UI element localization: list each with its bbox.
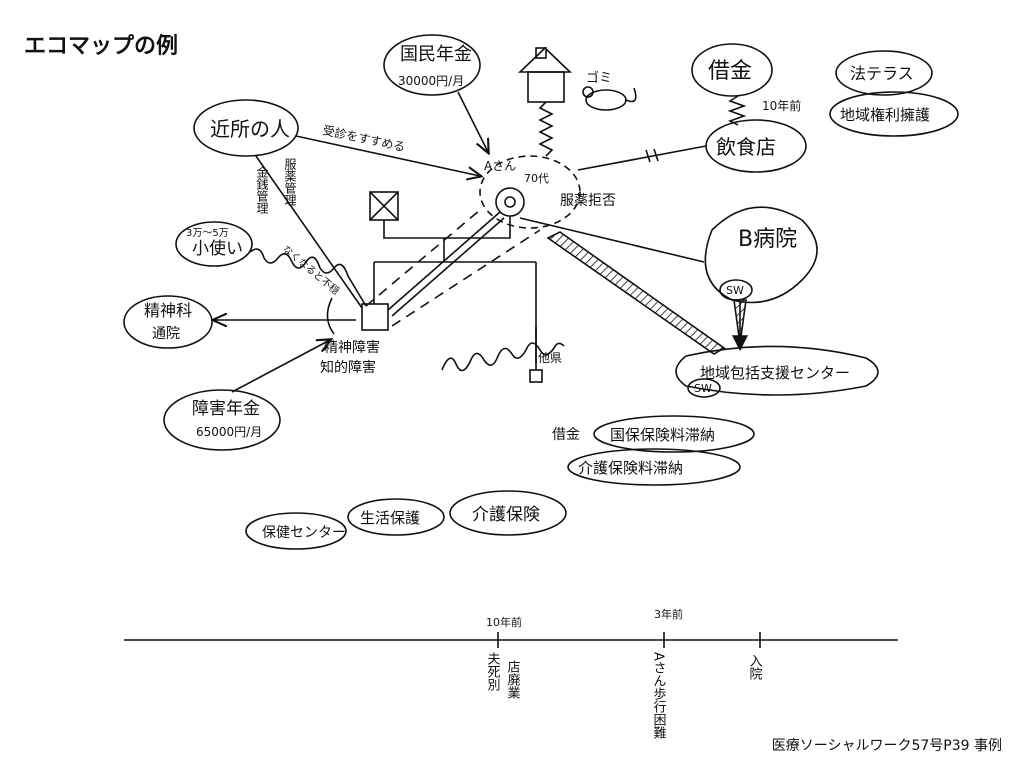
care-arrears-node (567, 448, 741, 486)
care-insurance-node (449, 490, 567, 536)
client-age-label: 70代 (524, 172, 549, 185)
timeline-mark2-label: 3年前 (654, 607, 683, 621)
debt-label: 借金 (708, 59, 752, 84)
hospital-label: B病院 (738, 227, 797, 252)
conflict-band (546, 231, 726, 355)
pension-amount-label: 30000円/月 (398, 74, 464, 88)
welfare-node (347, 498, 445, 536)
advocacy-node (829, 91, 959, 137)
mouse-label: ゴミ (586, 70, 612, 86)
mouse-icon (582, 86, 637, 111)
health-center-node (245, 512, 347, 550)
debt2-label: 借金 (552, 427, 580, 443)
houterasu-label: 法テラス (850, 64, 914, 83)
allowance-amount-label: 3万〜5万 (186, 228, 229, 239)
disability-label-2: 知的障害 (320, 359, 376, 376)
restaurant-label: 飲食店 (716, 135, 776, 159)
disability-amount-label: 65000円/月 (196, 425, 262, 439)
disability-label-1: 精神障害 (324, 340, 380, 356)
health-center-label: 保健センター (262, 525, 346, 541)
timeline-mark1-label: 10年前 (486, 615, 522, 629)
allowance-node (175, 221, 253, 267)
welfare-label: 生活保護 (360, 509, 420, 527)
neighbors-node (193, 99, 299, 157)
client-household-circle (479, 155, 581, 229)
neighbors-label: 近所の人 (210, 117, 290, 141)
care-insurance-label: 介護保険 (472, 505, 540, 525)
slide-title: エコマップの例 (24, 34, 179, 59)
nhi-arrears-node (593, 415, 755, 453)
sw1-label: SW (726, 284, 744, 297)
house-icon (518, 46, 572, 103)
recommend-label: 受診をすすめる (321, 122, 406, 154)
psych-visit-label: 通院 (152, 326, 180, 342)
national-pension-label: 国民年金 (400, 44, 472, 65)
sw2-label: SW (694, 382, 712, 395)
advocacy-label: 地域権利擁護 (840, 106, 930, 124)
med-refusal-label: 服薬拒否 (560, 193, 616, 209)
money-mgmt-label: 金銭管理 (255, 165, 269, 214)
timeline-mark1-event2: 店廃業 (505, 660, 521, 699)
national-pension-node (383, 34, 481, 96)
other-pref-icon (529, 369, 543, 383)
timeline-mark1-event1: 夫死別 (485, 652, 501, 692)
debt-node (691, 43, 773, 97)
child-node (361, 303, 389, 331)
debt-years-label: 10年前 (762, 98, 801, 113)
disability-pension-label: 障害年金 (192, 399, 260, 419)
psych-label: 精神科 (144, 301, 192, 320)
source-caption: 医療ソーシャルワーク57号P39 事例 (771, 738, 1002, 754)
other-pref-label: 他県 (538, 351, 562, 365)
hospital-node (704, 206, 818, 304)
care-arrears-label: 介護保険料滞納 (578, 459, 683, 477)
med-mgmt-label: 服薬管理 (283, 158, 297, 206)
houterasu-node (835, 50, 933, 96)
timeline-mark2-event1: Aさん歩行困難 (651, 652, 667, 739)
client-a-label: Aさん (484, 159, 516, 173)
allowance-label: 小使い (192, 238, 243, 259)
nhi-arrears-label: 国保保険料滞納 (610, 426, 715, 444)
timeline-mark3-event1: 入院 (747, 654, 763, 680)
client-a-node (495, 187, 525, 217)
center-node (675, 345, 879, 396)
disability-pension-node (163, 389, 281, 451)
center-label: 地域包括支援センター (700, 364, 850, 382)
